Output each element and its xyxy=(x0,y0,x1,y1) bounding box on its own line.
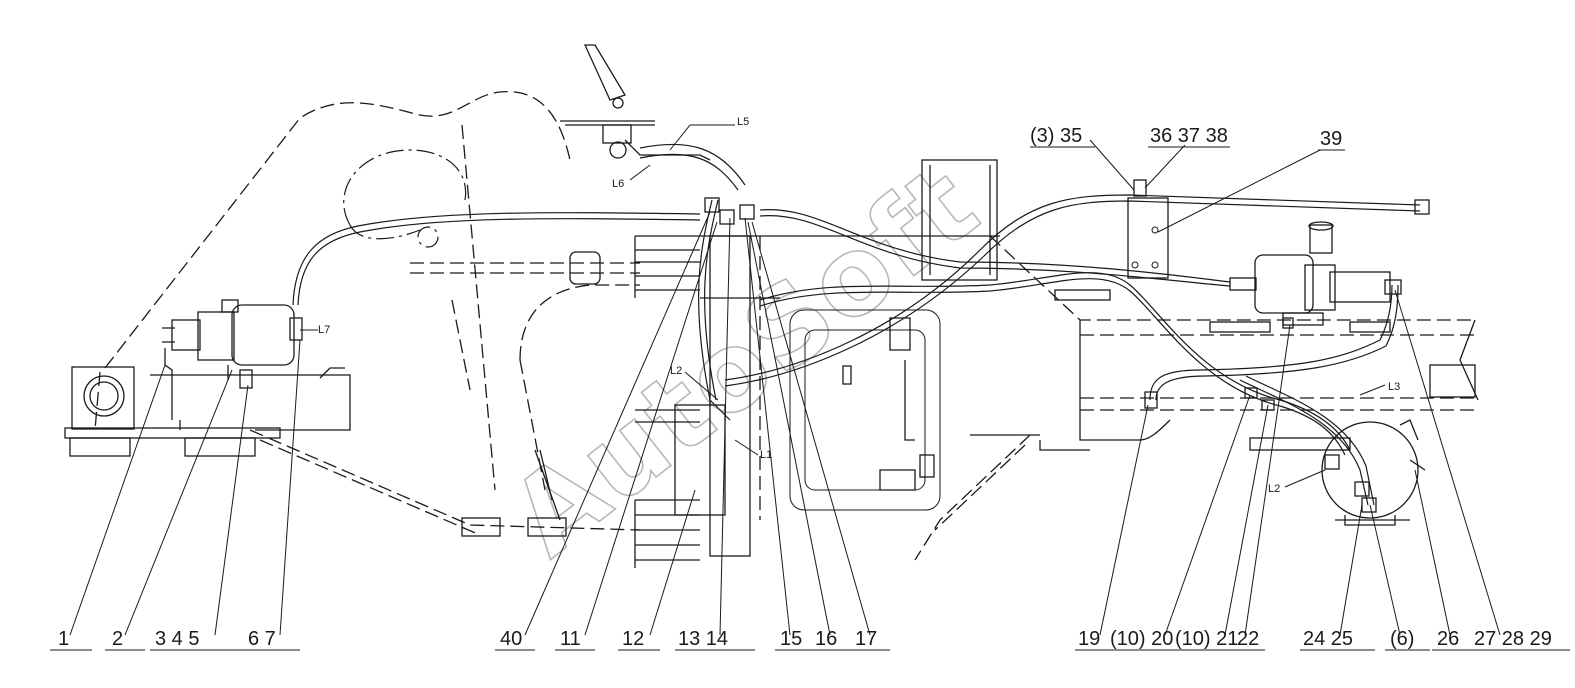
front-frame xyxy=(914,159,1479,561)
callout-baselines xyxy=(50,146,1570,651)
callout-26: 26 xyxy=(1437,628,1459,650)
line-mark-l6: L6 xyxy=(612,178,624,190)
line-mark-l5: L5 xyxy=(737,116,749,128)
callout-2: 2 xyxy=(112,628,123,650)
callout-10-20: (10) 20 xyxy=(1110,628,1173,650)
callout-27-28-29: 27 28 29 xyxy=(1474,628,1552,650)
callout-6-paren: (6) xyxy=(1390,628,1414,650)
callout-15: 15 xyxy=(780,628,802,650)
callout-39: 39 xyxy=(1320,128,1342,150)
callout-24-25: 24 25 xyxy=(1303,628,1353,650)
callout-19: 19 xyxy=(1078,628,1100,650)
brake-pedal xyxy=(560,44,711,161)
line-marks: L5 L6 L7 L2 L1 L3 L2 xyxy=(300,116,1400,495)
callout-6-7: 6 7 xyxy=(248,628,276,650)
left-booster xyxy=(162,299,303,430)
rear-frame xyxy=(64,91,641,537)
line-mark-l1: L1 xyxy=(760,449,772,461)
callout-40: 40 xyxy=(500,628,522,650)
hydraulic-hoses xyxy=(292,143,1421,506)
line-mark-l7: L7 xyxy=(318,324,330,336)
line-mark-l2-right: L2 xyxy=(1268,483,1280,495)
leader-lines xyxy=(69,139,1501,636)
callout-17: 17 xyxy=(855,628,877,650)
bottom-callouts: 1 2 3 4 5 6 7 40 11 12 13 14 15 16 17 19… xyxy=(58,628,1552,650)
top-callouts: (3) 35 36 37 38 39 xyxy=(1030,125,1342,150)
line-mark-l2-left: L2 xyxy=(670,365,682,377)
callout-22: 22 xyxy=(1237,628,1259,650)
callout-16: 16 xyxy=(815,628,837,650)
callout-3-4-5: 3 4 5 xyxy=(155,628,199,650)
fittings xyxy=(704,179,1430,513)
callout-36-37-38: 36 37 38 xyxy=(1150,125,1228,147)
right-booster xyxy=(1127,197,1391,326)
callout-11: 11 xyxy=(560,628,581,650)
callout-12: 12 xyxy=(622,628,644,650)
callout-3-35: (3) 35 xyxy=(1030,125,1082,147)
callout-10-21: (10) 21 xyxy=(1175,628,1238,650)
callout-1: 1 xyxy=(58,628,69,650)
callout-13-14: 13 14 xyxy=(678,628,728,650)
line-mark-l3: L3 xyxy=(1388,381,1400,393)
